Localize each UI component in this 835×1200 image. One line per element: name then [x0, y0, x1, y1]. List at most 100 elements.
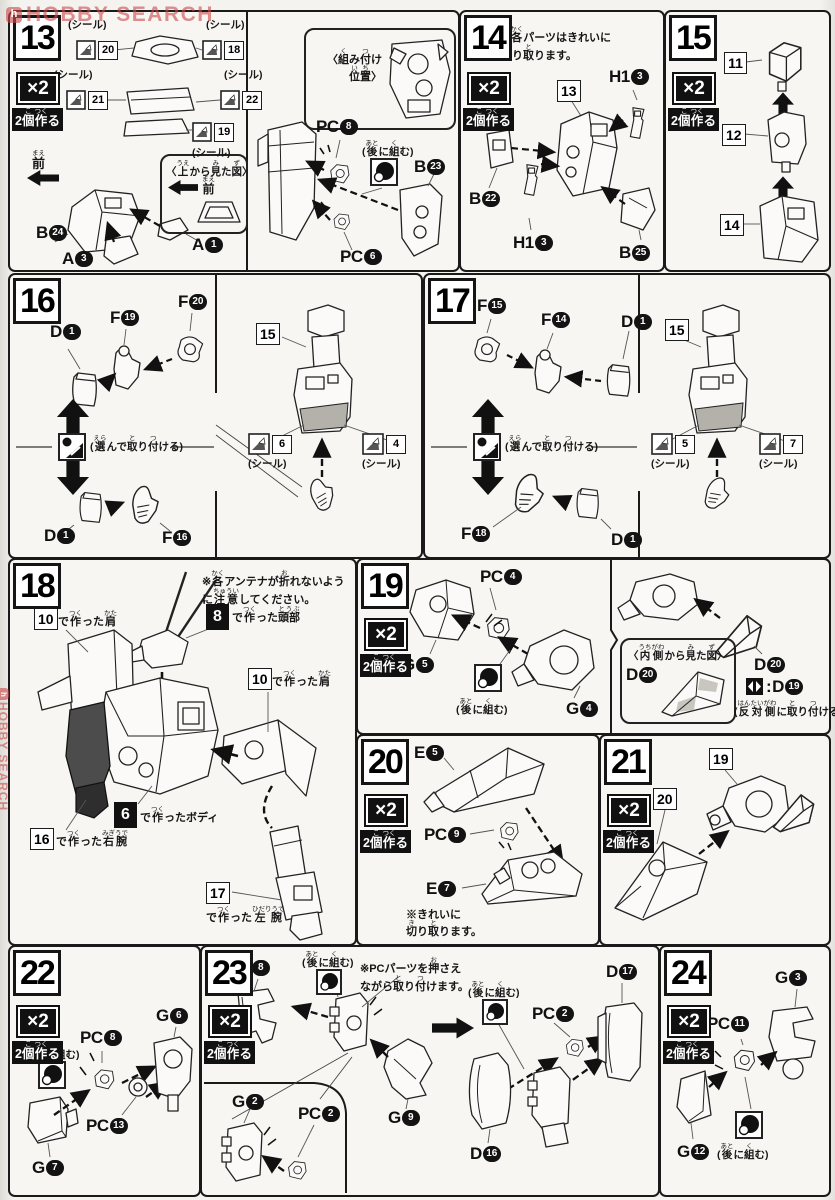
seal-icon — [202, 40, 222, 60]
seal-6-group: 6 — [248, 433, 292, 455]
top-view-inset — [160, 154, 248, 234]
seal-icon — [76, 40, 96, 60]
make-two-badge: 2個こ作つくる — [463, 108, 514, 132]
seal-word: (シール) — [54, 69, 93, 81]
seal-icon — [192, 122, 212, 142]
seal-icon — [362, 433, 384, 455]
seal-word: (シール) — [759, 458, 798, 470]
make-two-badge: 2個こ作つくる — [12, 1041, 63, 1065]
hobbysearch-logo-icon: h — [0, 688, 9, 700]
assembly-ref-8: 8 — [206, 604, 229, 630]
inner-view-inset — [620, 638, 736, 724]
step-14-art — [486, 89, 656, 241]
step-14-panel: 14 ×2 2個こ作つくる ※各かくパーツはきれいに切きり取とります。 13 H… — [459, 10, 665, 272]
select-icon — [473, 433, 501, 466]
seal-number: 18 — [224, 40, 245, 60]
seal-icon — [66, 90, 86, 110]
select-icon — [58, 433, 86, 466]
step-number: 20 — [361, 739, 409, 785]
assemble-later-icon — [38, 1061, 66, 1094]
seal-word: (シール) — [248, 458, 287, 470]
hobbysearch-watermark: h HOBBY SEARCH — [6, 4, 214, 25]
attach-opposite-label: (反対側はんたいがわに取とり付つける) — [734, 700, 835, 718]
step-number: 19 — [361, 563, 409, 609]
step-number: 16 — [13, 278, 61, 324]
step-21-art — [614, 769, 815, 921]
multiplier-badge: ×2 — [672, 72, 716, 105]
seal-4-group: 4 — [362, 433, 406, 455]
multiplier-badge: ×2 — [208, 1005, 252, 1038]
assembly-ref-20: 20 — [653, 788, 677, 810]
assemble-later-label: (後あとに組くむ) — [717, 1143, 769, 1161]
seal-word: (シール) — [68, 19, 107, 31]
step-number: 13 — [13, 15, 61, 61]
antenna-caution-note: ※各かくアンテナが折おれないように注意ちゅういしてください。 — [202, 570, 345, 606]
multiplier-badge: ×2 — [16, 72, 60, 105]
seal-number: 21 — [88, 90, 109, 110]
step-23-art — [204, 974, 643, 1193]
step-number: 23 — [205, 950, 253, 996]
assemble-later-icon — [316, 969, 342, 1000]
step-number: 22 — [13, 950, 61, 996]
seal-number: 5 — [675, 434, 695, 454]
hobbysearch-watermark-text: HOBBY SEARCH — [26, 3, 214, 26]
seal-5-group: 5 — [651, 433, 695, 455]
make-two-badge: 2個こ作つくる — [360, 654, 411, 678]
select-attach-label: (選えらんで取とり付つける) — [505, 435, 598, 453]
seal-word: (シール) — [224, 69, 263, 81]
assemble-later-label: (後あとに組くむ) — [468, 981, 520, 999]
body-callout: で作つくったボディ — [140, 806, 219, 824]
seal-number: 6 — [272, 434, 292, 454]
seal-number: 19 — [214, 122, 235, 142]
seal-19-group: 19 — [192, 122, 235, 142]
step-13-art — [27, 12, 451, 270]
right-arm-callout: で作つくった右腕みぎうで — [56, 830, 128, 848]
assembly-ref-10: 10 — [248, 668, 272, 690]
step-15-panel: 15 ×2 2個こ作つくる 11 12 14 — [664, 10, 831, 272]
seal-icon — [248, 433, 270, 455]
hold-pc-note: ※PCパーツを押おさえながら取とり付つけます。 — [360, 957, 469, 993]
seal-word: (シール) — [206, 19, 245, 31]
assemble-later-icon — [735, 1111, 763, 1144]
attach-position-label: 〈組くみ付つけ位置いち〉 — [327, 48, 382, 83]
assembly-ref-15: 15 — [665, 319, 689, 341]
assembly-ref-16: 16 — [30, 828, 54, 850]
assembly-ref-17: 17 — [206, 882, 230, 904]
step-19-art — [409, 560, 763, 733]
step-number: 17 — [428, 278, 476, 324]
assembly-ref-15: 15 — [256, 323, 280, 345]
make-two-badge: 2個こ作つくる — [12, 108, 63, 132]
seal-18-group: 18 — [202, 40, 245, 60]
seal-icon — [651, 433, 673, 455]
assemble-later-icon — [370, 158, 398, 191]
seal-word: (シール) — [651, 458, 690, 470]
make-two-badge: 2個こ作つくる — [360, 830, 411, 854]
step-15-art — [743, 42, 819, 263]
assembly-ref-12: 12 — [722, 124, 746, 146]
